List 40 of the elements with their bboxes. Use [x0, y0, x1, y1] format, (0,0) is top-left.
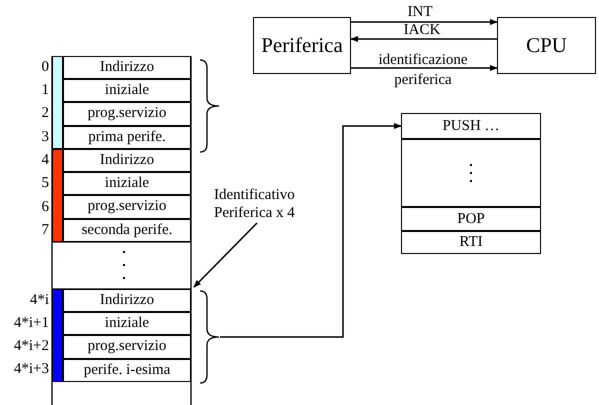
table-cell: RTI [401, 231, 541, 254]
table-cell: prog.servizio [63, 102, 191, 126]
edge-label: INT [406, 4, 434, 21]
arrow [350, 36, 497, 42]
address-number: 7 [42, 221, 49, 240]
address-number: 4*i [30, 291, 49, 310]
table-cell: POP [401, 207, 541, 231]
address-number: 2 [42, 104, 49, 123]
edge-label: IACK [402, 23, 442, 38]
code-block [401, 139, 541, 207]
edge-label: identificazione periferica [377, 51, 469, 90]
table-cell: iniziale [63, 79, 191, 102]
address-number: 5 [42, 174, 49, 193]
table-cell: Indirizzo [63, 289, 191, 312]
table-cell: iniziale [63, 172, 191, 196]
table-cell: prog.servizio [63, 335, 191, 359]
table-cell: seconda perife. [63, 218, 191, 242]
address-number: 3 [42, 128, 49, 147]
table-cell: Indirizzo [63, 149, 191, 172]
arrow [220, 123, 402, 338]
arrow [351, 19, 498, 25]
address-number: 4 [42, 151, 49, 170]
address-number: 4*i+3 [14, 360, 49, 379]
arrow [193, 222, 258, 288]
curly-brace [199, 289, 220, 385]
address-number: 0 [42, 58, 49, 77]
table-cell: PUSH … [401, 113, 541, 139]
table-cell: prog.servizio [63, 195, 191, 219]
table-cell: Indirizzo [63, 56, 191, 80]
table-cell: iniziale [63, 312, 191, 336]
block-box: CPU [497, 17, 596, 74]
address-number: 6 [42, 198, 49, 217]
address-number: 1 [42, 81, 49, 100]
block-box: Periferica [253, 17, 351, 74]
table-cell: prima perife. [63, 126, 191, 149]
address-number: 4*i+2 [14, 337, 49, 356]
address-number: 4*i+1 [14, 314, 49, 333]
table-cell: perife. i-esima [63, 358, 191, 382]
arrow [351, 65, 498, 71]
annotation-text: Identificativo Periferica x 4 [214, 186, 324, 222]
